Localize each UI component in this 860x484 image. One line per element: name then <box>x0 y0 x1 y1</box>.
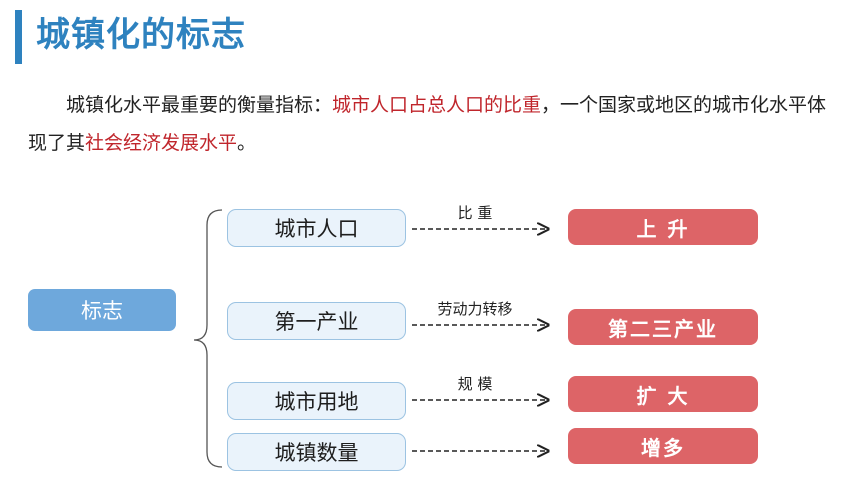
root-node: 标志 <box>28 289 176 331</box>
intro-paragraph: 城镇化水平最重要的衡量指标：城市人口占总人口的比重，一个国家或地区的城市化水平体… <box>28 86 840 162</box>
result-node-1: 上 升 <box>568 209 758 245</box>
paragraph-text-1: 城镇化水平最重要的衡量指标： <box>66 94 333 116</box>
item-node-2: 第一产业 <box>227 302 406 340</box>
item-node-4: 城镇数量 <box>227 433 406 471</box>
result-node-2: 第二三产业 <box>568 309 758 345</box>
result-node-3: 扩 大 <box>568 376 758 412</box>
paragraph-text-2: ，一个国家或地区的城市化水平体现了其 <box>28 94 827 154</box>
edge-label-2: 劳动力转移 <box>437 300 513 318</box>
paragraph-highlight-2: 社会经济发展水平 <box>85 132 238 154</box>
item-node-1: 城市人口 <box>227 209 406 247</box>
root-bracket <box>193 209 223 468</box>
result-node-4: 增多 <box>568 428 758 464</box>
paragraph-text-3: 。 <box>237 132 257 154</box>
item-node-3: 城市用地 <box>227 382 406 420</box>
title-accent-bar <box>15 10 22 64</box>
page-title: 城镇化的标志 <box>36 15 246 55</box>
paragraph-highlight-1: 城市人口占总人口的比重 <box>332 94 542 116</box>
edge-label-1: 比 重 <box>457 204 493 222</box>
edge-label-3: 规 模 <box>457 375 493 393</box>
